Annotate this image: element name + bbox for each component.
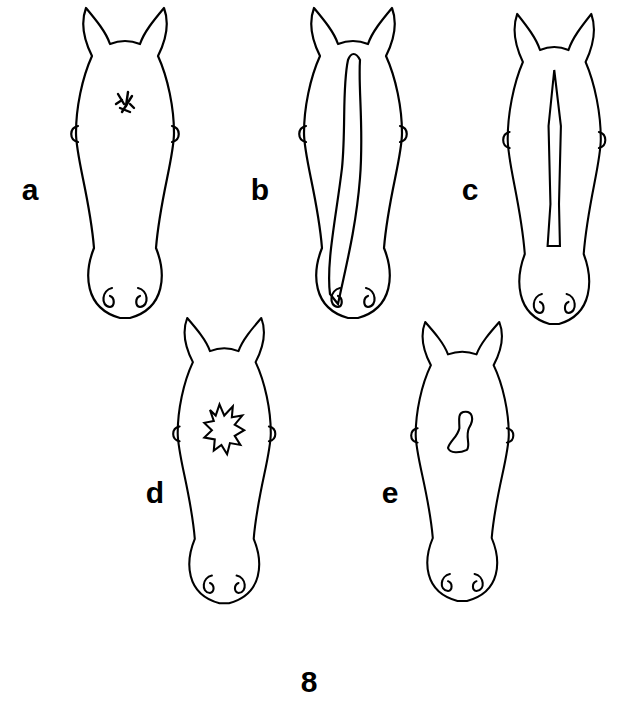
figure-letter: a xyxy=(22,175,39,205)
horse-head-b xyxy=(299,8,407,318)
figure-letter: b xyxy=(251,175,269,205)
figure-number: 8 xyxy=(301,667,318,697)
figure-letter: c xyxy=(462,175,479,205)
figure-letter: e xyxy=(382,478,399,508)
horse-head-a xyxy=(71,8,179,318)
horse-head-c xyxy=(503,14,605,324)
horse-head-d xyxy=(173,318,275,603)
figure-letter: d xyxy=(146,478,164,508)
horse-head-e xyxy=(411,322,513,601)
